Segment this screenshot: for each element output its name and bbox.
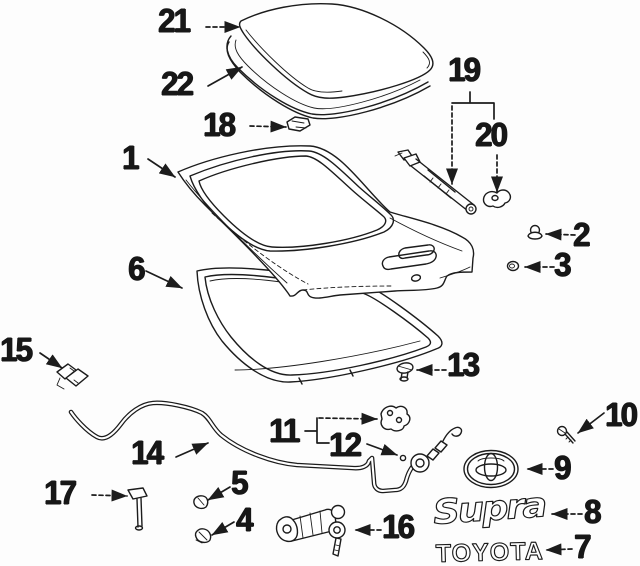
arrow-15 [39, 352, 63, 369]
arrow-5 [207, 486, 231, 501]
arrow-14 [175, 442, 209, 458]
callout-label-13[interactable]: 13 [447, 346, 480, 383]
lock-cylinder-drawing [275, 504, 346, 557]
toyota-emblem-drawing [463, 449, 519, 489]
screw-12-drawing [399, 454, 407, 462]
callout-label-2[interactable]: 2 [573, 216, 590, 253]
lock-control-rod-drawing [68, 400, 420, 494]
arrow-18 [249, 120, 287, 133]
callout-label-1[interactable]: 1 [122, 139, 139, 176]
clip-18-drawing [286, 116, 311, 132]
cushion-2-drawing [527, 224, 543, 240]
callout-label-14[interactable]: 14 [131, 434, 164, 471]
callout-label-12[interactable]: 12 [329, 426, 362, 463]
bracket-19 [451, 91, 495, 120]
pin-17-drawing [127, 487, 148, 531]
arrow-1 [147, 158, 176, 178]
arrow-6 [145, 270, 183, 289]
gas-strut-drawing [394, 149, 477, 215]
callout-label-20[interactable]: 20 [475, 116, 508, 153]
arrow-11 [318, 412, 378, 425]
arrow-2 [545, 228, 576, 241]
callout-label-17[interactable]: 17 [44, 474, 77, 511]
callout-label-3[interactable]: 3 [554, 246, 571, 283]
hinge-drawing [56, 363, 89, 390]
callout-label-18[interactable]: 18 [203, 106, 236, 143]
callout-label-8[interactable]: 8 [584, 493, 601, 530]
callout-label-4[interactable]: 4 [236, 501, 253, 538]
callout-label-19[interactable]: 19 [448, 51, 481, 88]
callout-label-15[interactable]: 15 [0, 331, 33, 368]
toyota-wordmark-emblem: TOYOTA [435, 537, 545, 566]
supra-script-text: Supra [432, 485, 547, 533]
weatherstrip-seal-drawing [196, 267, 443, 385]
arrow-7 [545, 543, 573, 556]
arrow-12 [366, 443, 398, 456]
toyota-wordmark-text: TOYOTA [435, 537, 544, 566]
callout-label-6[interactable]: 6 [128, 250, 145, 287]
callout-arrows [39, 21, 605, 556]
callout-label-10[interactable]: 10 [605, 396, 638, 433]
bracket-11 [304, 417, 330, 444]
arrow-17 [91, 489, 128, 502]
striker-drawing [380, 405, 411, 432]
callout-label-16[interactable]: 16 [382, 508, 415, 545]
clip-4-drawing [194, 528, 212, 544]
liftgate-panel-drawing [177, 145, 475, 299]
arrow-4 [211, 521, 235, 536]
supra-script-emblem: Supra [431, 485, 547, 534]
callout-label-7[interactable]: 7 [574, 528, 591, 565]
callout-label-21[interactable]: 21 [158, 2, 191, 39]
callout-label-5[interactable]: 5 [231, 464, 248, 501]
arrow-10 [577, 412, 605, 434]
screw-10-drawing [556, 425, 576, 444]
clip-5-drawing [193, 495, 209, 510]
callout-label-11[interactable]: 11 [269, 412, 300, 449]
callout-label-9[interactable]: 9 [554, 449, 571, 486]
clip-13-drawing [396, 362, 414, 382]
glass-panel-drawing [238, 2, 434, 99]
cushion-3-drawing [506, 260, 520, 272]
arrow-22 [207, 66, 243, 87]
callout-label-22[interactable]: 22 [161, 65, 194, 102]
glass-seal-drawing [226, 35, 431, 120]
cable-end-drawing [410, 426, 463, 473]
